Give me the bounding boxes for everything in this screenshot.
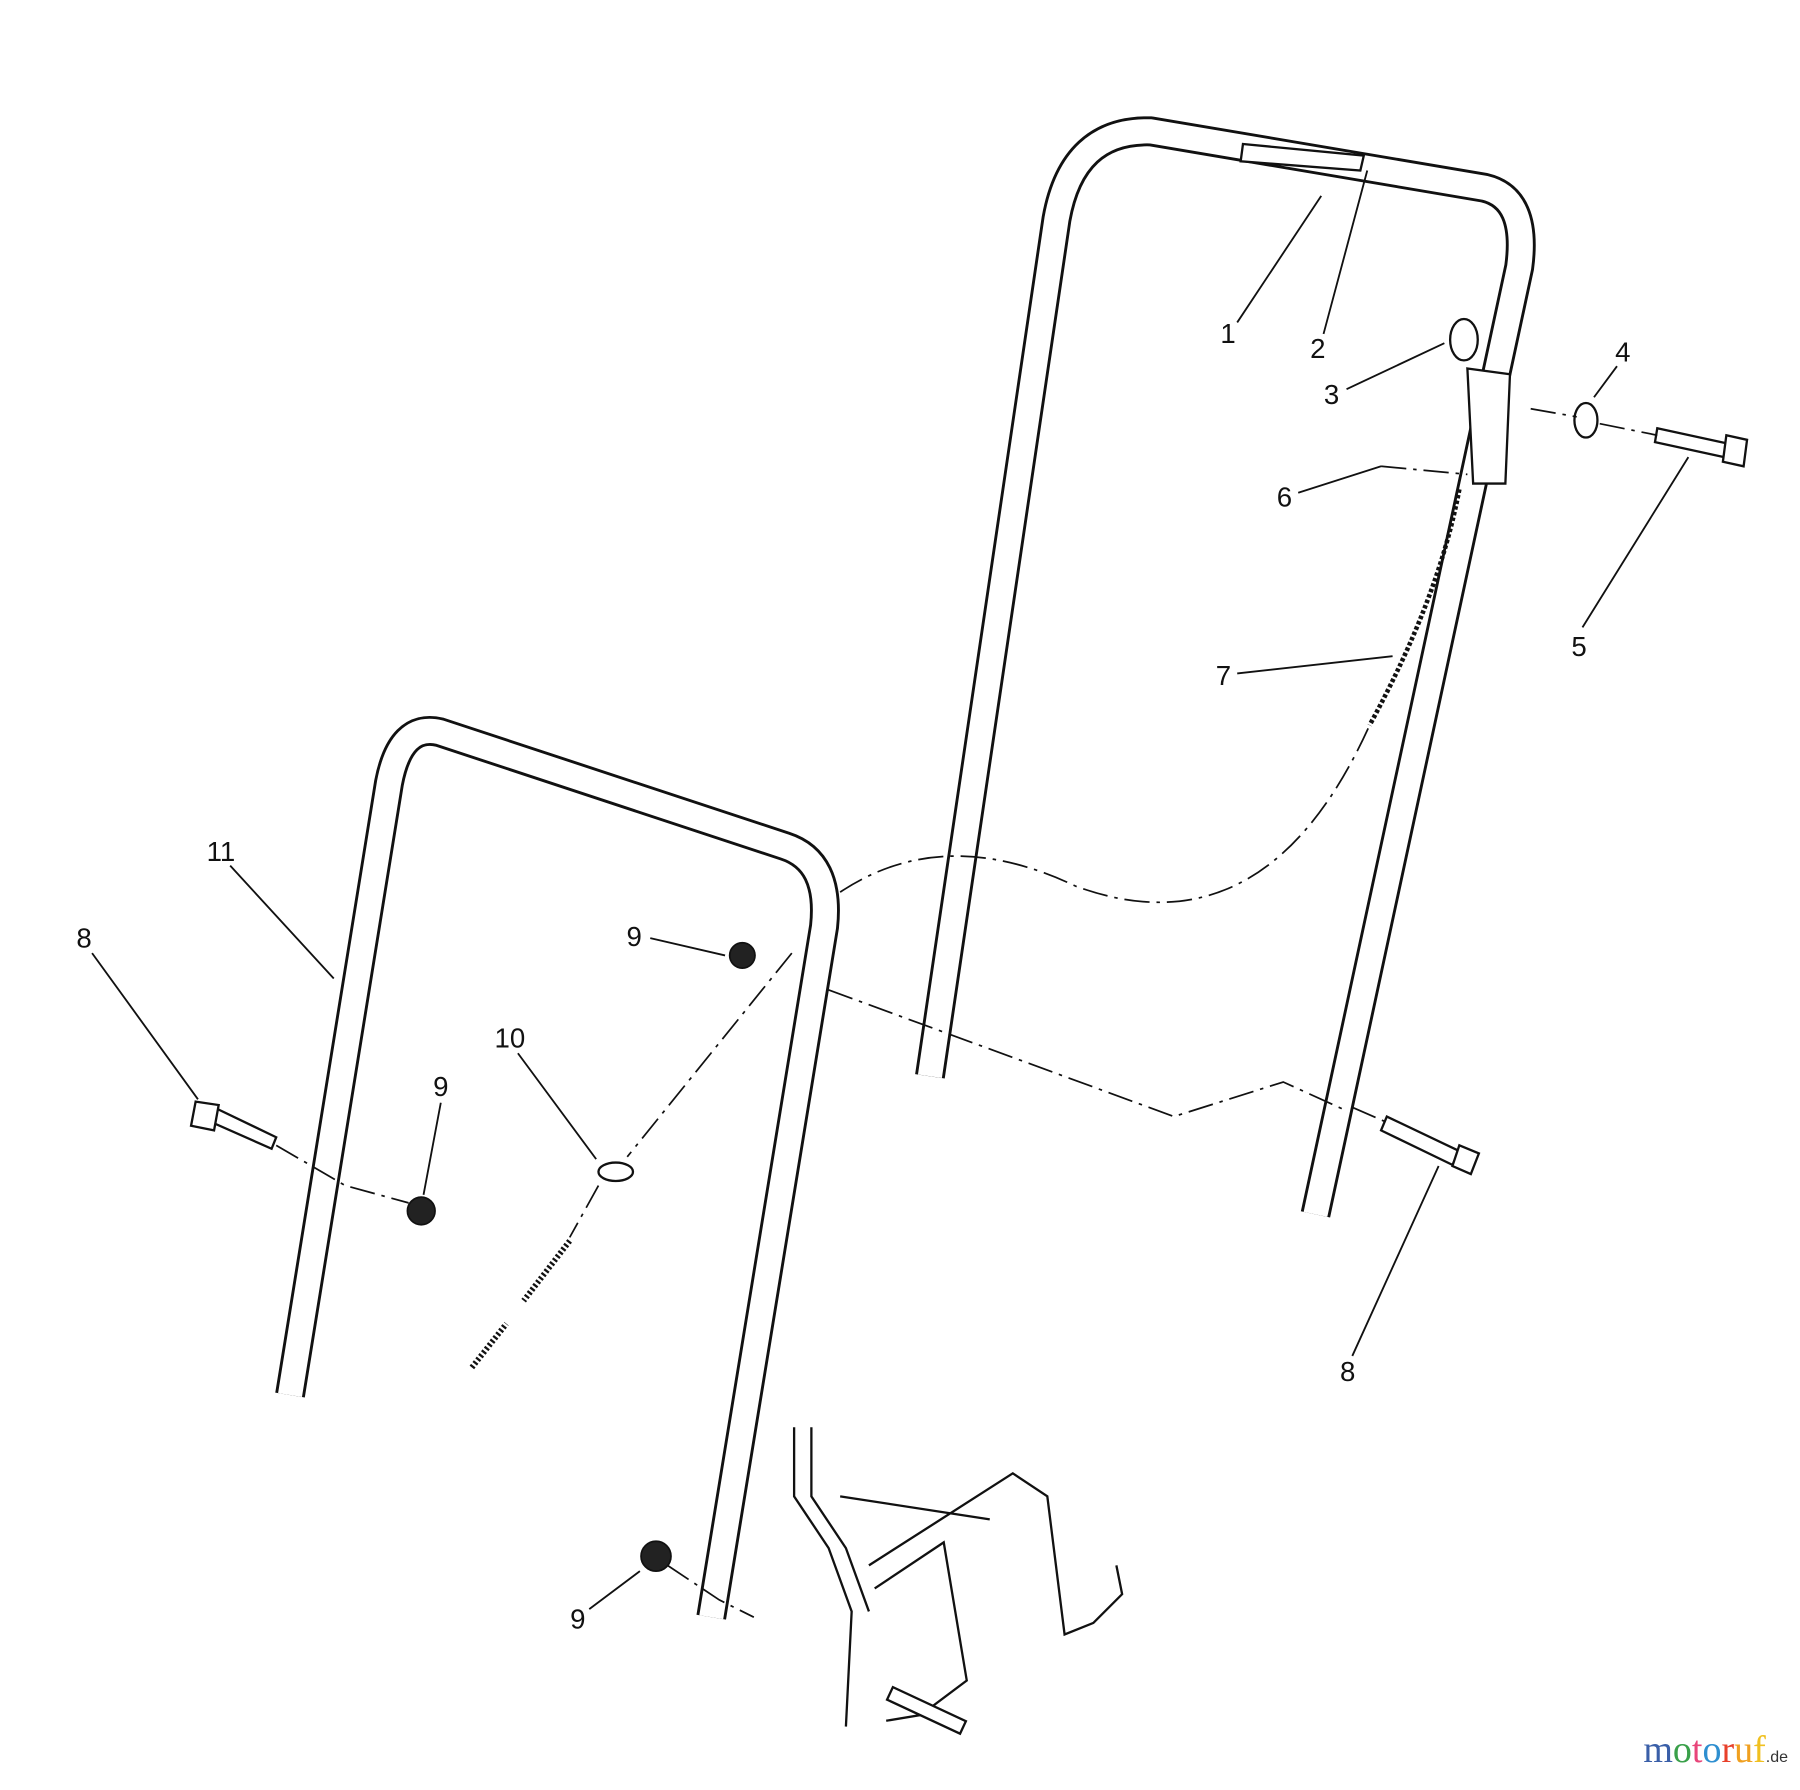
upper-handle [915,116,1536,1218]
control-lever [1367,317,1512,727]
watermark-letter: m [1643,1729,1673,1771]
assembly-line [275,407,1658,1618]
callout-6: 6 [1277,482,1292,513]
watermark-letter: f [1753,1729,1766,1771]
callout-8: 8 [76,922,91,953]
mower-bracket [792,1427,1124,1736]
callout-3: 3 [1324,379,1339,410]
callout-9: 9 [433,1071,448,1102]
bolt-left [189,1100,278,1151]
cable-clip [597,1161,635,1183]
nut [406,1196,436,1226]
watermark-letter: r [1721,1729,1735,1771]
nut [728,941,756,969]
watermark-letter: o [1672,1729,1692,1771]
spring [469,1239,572,1370]
watermark-letter: t [1691,1729,1703,1771]
callout-4: 4 [1615,337,1630,368]
callout-9: 9 [570,1604,585,1635]
callout-8: 8 [1340,1356,1355,1387]
washer [1573,401,1599,439]
callout-10: 10 [494,1022,525,1053]
watermark-logo: motoruf.de [1643,1729,1788,1771]
assembly-line [828,989,1347,1118]
nut [640,1540,672,1573]
callout-7: 7 [1216,660,1231,691]
cable-path [568,952,793,1238]
callout-9: 9 [626,921,641,952]
callout-2: 2 [1310,333,1325,364]
bolt-right [1379,1114,1481,1176]
callout-11: 11 [207,836,236,867]
lower-handle [275,716,840,1620]
watermark-letter: o [1702,1729,1722,1771]
bolt-upper [1653,426,1749,468]
cable-path [839,724,1371,904]
callout-1: 1 [1220,318,1235,349]
callout-5: 5 [1571,631,1586,662]
watermark-letter: u [1734,1729,1754,1771]
